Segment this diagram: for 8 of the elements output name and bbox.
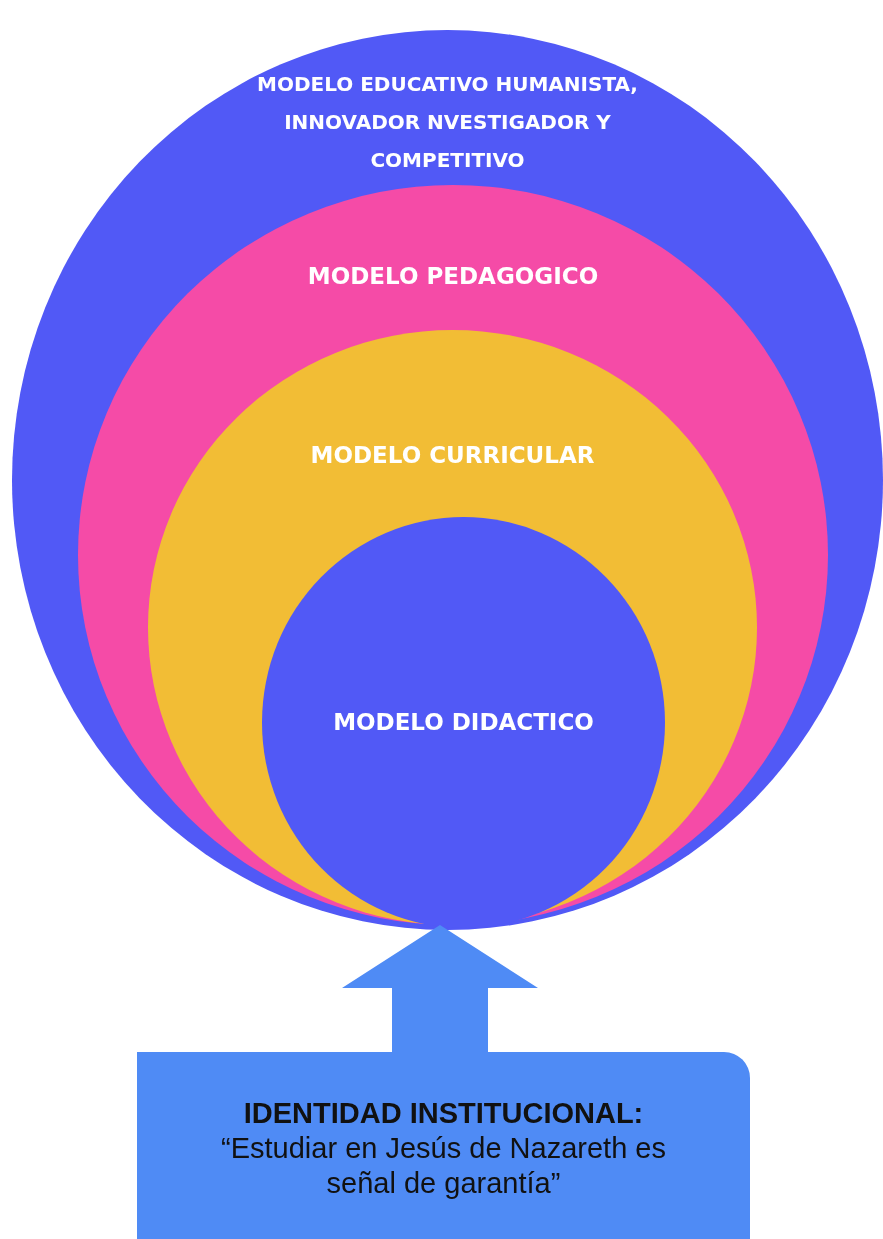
circle-title: MODELO DIDACTICO	[332, 708, 595, 737]
identity-box	[137, 1052, 750, 1239]
circle-title: MODELO CURRICULAR	[309, 441, 596, 470]
block-arrow	[342, 925, 538, 1052]
circle-title: MODELO EDUCATIVO HUMANISTA, INNOVADOR NVESTIGADOR Y COMPETITIVO	[256, 71, 639, 174]
quote-text: “Estudiar en Jesús de Nazareth es señal de garantía”	[220, 1131, 667, 1201]
circle-title: MODELO PEDAGOGICO	[306, 262, 600, 291]
box-heading: IDENTIDAD INSTITUCIONAL:	[242, 1096, 645, 1131]
